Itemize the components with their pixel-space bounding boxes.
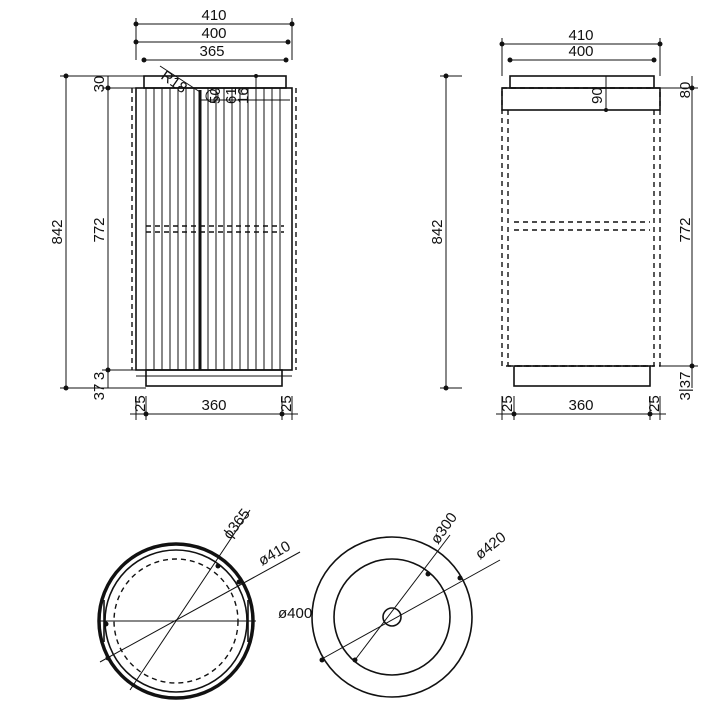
side-view: 410 400 90 842 80 772 3|37 — [429, 27, 698, 420]
front-small-dim-3: 16 — [235, 87, 252, 104]
front-dim-3: 3 — [91, 372, 108, 380]
plan-right-d420: ø420 — [472, 529, 509, 563]
front-slats — [145, 88, 281, 370]
plan-left: ϕ365 ø410 ø400 — [97, 506, 312, 700]
side-dim-360: 360 — [568, 397, 593, 414]
side-dim-base: 3|37 — [677, 372, 694, 401]
side-dim-90: 90 — [589, 87, 606, 104]
front-dim-410: 410 — [201, 7, 226, 24]
side-dim-410: 410 — [568, 27, 593, 44]
front-dim-37: 37 — [91, 384, 108, 401]
front-dim-842: 842 — [49, 219, 66, 244]
side-dim-25-left: 25 — [499, 395, 516, 412]
plan-left-d410: ø410 — [256, 538, 294, 570]
front-dim-400: 400 — [201, 25, 226, 42]
front-dim-772: 772 — [91, 217, 108, 242]
front-dim-25-right: 25 — [278, 395, 295, 412]
front-dim-25-left: 25 — [132, 395, 149, 412]
plan-right: ø300 ø420 — [311, 510, 509, 698]
side-dim-400: 400 — [568, 43, 593, 60]
plan-left-d400: ø400 — [278, 605, 312, 622]
plan-right-d300: ø300 — [427, 510, 461, 548]
front-dim-360: 360 — [201, 397, 226, 414]
side-dim-772: 772 — [677, 217, 694, 242]
side-dim-25-right: 25 — [646, 395, 663, 412]
front-dim-365: 365 — [199, 43, 224, 60]
side-dim-80: 80 — [677, 82, 694, 99]
front-dim-30: 30 — [91, 76, 108, 93]
front-view: 410 400 365 R18 50 61 16 — [49, 7, 298, 420]
side-dim-842: 842 — [429, 219, 446, 244]
